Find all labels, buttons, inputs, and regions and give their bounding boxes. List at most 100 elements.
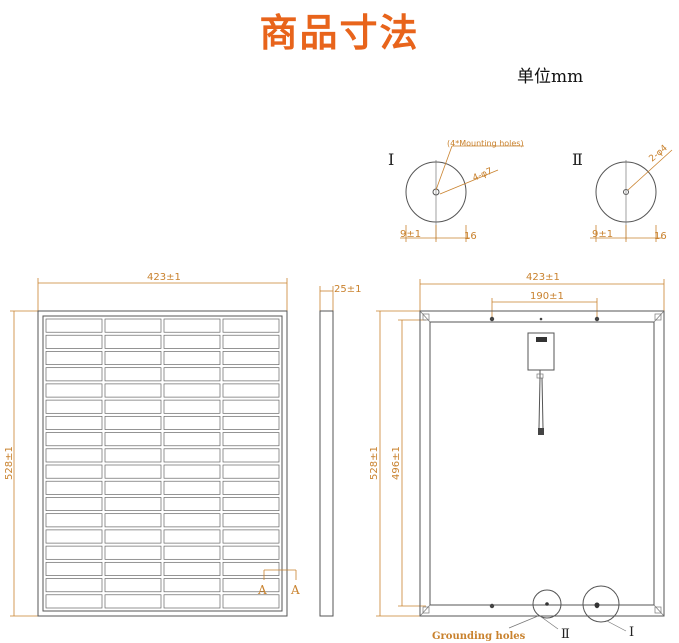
junction-box-label <box>536 337 547 342</box>
solar-cell <box>222 367 280 382</box>
mounting-callout-hole <box>594 602 600 608</box>
solar-cell <box>222 448 280 463</box>
solar-cell <box>222 318 280 333</box>
solar-cell <box>222 480 280 495</box>
solar-cell <box>104 351 162 366</box>
side-view: 25±1 <box>319 284 361 617</box>
detail-one: Ⅰ (4*Mounting holes) 4-φ7 9±1 16 <box>388 139 524 242</box>
solar-cell <box>104 480 162 495</box>
grounding-hole-top <box>539 317 543 321</box>
solar-cell <box>104 529 162 544</box>
back-outer-height-label: 528±1 <box>369 446 380 480</box>
solar-cell <box>104 383 162 398</box>
mounting-callout-circle <box>582 585 620 623</box>
solar-cell <box>163 399 221 414</box>
grounding-callout-circle <box>532 589 562 619</box>
solar-cell <box>104 334 162 349</box>
grounding-callout-hole <box>545 602 549 606</box>
front-outer-frame <box>37 310 288 617</box>
corner-bracket-br <box>654 606 662 614</box>
solar-cell <box>163 545 221 560</box>
solar-cell <box>45 448 103 463</box>
solar-cell <box>104 578 162 593</box>
solar-cell <box>163 497 221 512</box>
solar-cell <box>104 448 162 463</box>
solar-cell <box>163 432 221 447</box>
side-depth-label: 25±1 <box>334 284 361 295</box>
solar-cell <box>45 399 103 414</box>
solar-cell <box>45 351 103 366</box>
solar-cell <box>45 513 103 528</box>
marker-one: Ⅰ <box>629 625 634 640</box>
solar-cell <box>222 594 280 609</box>
solar-cell <box>163 578 221 593</box>
solar-cell <box>163 334 221 349</box>
detail-one-spec-leader <box>439 169 499 195</box>
solar-cell <box>45 464 103 479</box>
solar-cell <box>222 351 280 366</box>
solar-cell <box>45 545 103 560</box>
back-inner-height-label: 496±1 <box>391 446 402 480</box>
solar-cell <box>104 318 162 333</box>
grounding-callout-leader <box>539 615 559 630</box>
mounting-hole-bottom-left <box>489 603 495 609</box>
solar-cell <box>163 351 221 366</box>
solar-cell <box>163 415 221 430</box>
solar-cell <box>104 497 162 512</box>
detail-two-roman: Ⅱ <box>572 150 583 169</box>
solar-cell <box>163 513 221 528</box>
solar-cell <box>45 561 103 576</box>
front-width-label: 423±1 <box>147 272 181 283</box>
solar-cell <box>163 383 221 398</box>
solar-cell <box>163 561 221 576</box>
solar-cell <box>45 367 103 382</box>
junction-cable-right <box>541 377 544 429</box>
corner-bracket-bl <box>422 606 430 614</box>
corner-bracket-tr <box>654 313 662 321</box>
detail-one-roman: Ⅰ <box>388 150 394 169</box>
solar-cell <box>104 561 162 576</box>
solar-cell <box>222 399 280 414</box>
solar-cell <box>163 464 221 479</box>
solar-cell <box>104 432 162 447</box>
solar-cell <box>222 432 280 447</box>
solar-cell <box>163 448 221 463</box>
detail-two-dim-right: 16 <box>654 231 667 242</box>
detail-one-callout: (4*Mounting holes) <box>447 139 524 148</box>
solar-cell <box>222 561 280 576</box>
detail-two-hole-spec: 2-φ4 <box>648 143 670 164</box>
solar-cell <box>45 480 103 495</box>
solar-cell <box>222 415 280 430</box>
corner-tr <box>653 310 665 323</box>
hole-spacing-label: 190±1 <box>530 291 564 302</box>
solar-cell <box>222 545 280 560</box>
marker-two: Ⅱ <box>561 627 570 642</box>
mounting-hole-top-right <box>594 316 600 322</box>
solar-cell <box>45 529 103 544</box>
solar-cell <box>104 545 162 560</box>
solar-cell <box>163 367 221 382</box>
detail-one-leader <box>435 145 453 191</box>
solar-cell-grid <box>45 318 280 609</box>
section-letter-right: A <box>290 583 300 597</box>
corner-bracket-tl <box>422 313 430 321</box>
solar-cell <box>222 464 280 479</box>
back-width-label: 423±1 <box>526 272 560 283</box>
back-outer-frame <box>419 310 665 617</box>
solar-cell <box>45 497 103 512</box>
junction-box <box>527 332 555 371</box>
front-inner-frame <box>42 315 283 612</box>
detail-two: Ⅱ 2-φ4 9±1 16 <box>572 143 673 242</box>
solar-cell <box>104 415 162 430</box>
detail-one-dim-left: 9±1 <box>400 229 421 240</box>
back-view: 423±1 190±1 528±1 496±1 <box>369 272 665 642</box>
solar-cell <box>104 594 162 609</box>
solar-cell <box>163 480 221 495</box>
detail-two-leader <box>627 149 673 191</box>
solar-cell <box>163 529 221 544</box>
solar-cell <box>45 318 103 333</box>
solar-cell <box>222 513 280 528</box>
grounding-holes-label: Grounding holes <box>432 631 526 642</box>
solar-cell <box>104 399 162 414</box>
solar-cell <box>222 578 280 593</box>
